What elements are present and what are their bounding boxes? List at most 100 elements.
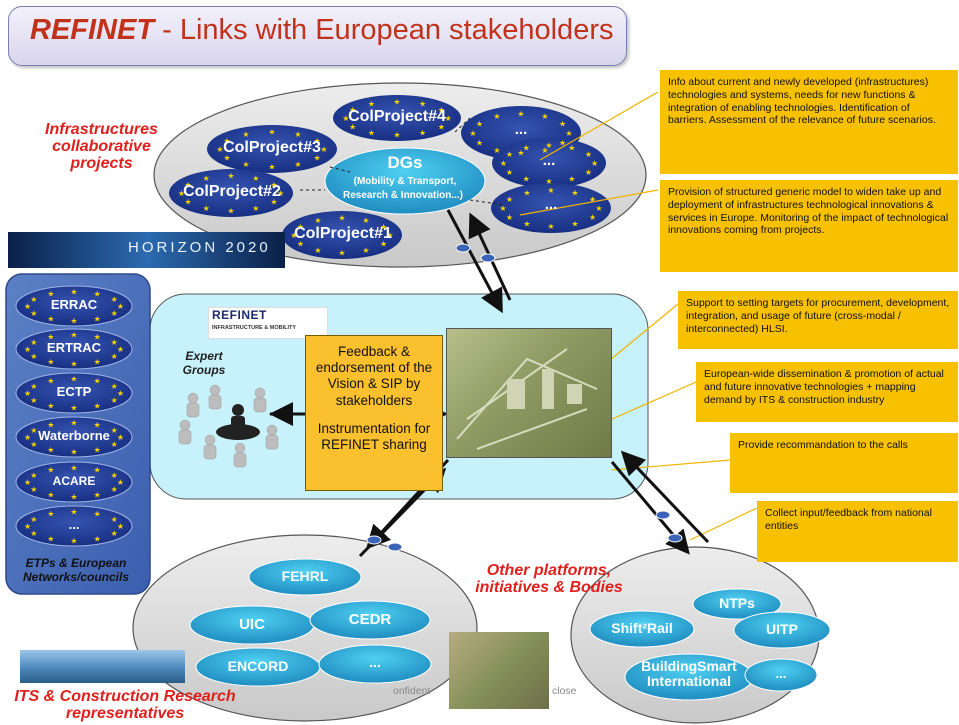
etp-acare: ACARE	[52, 474, 96, 488]
eu-star-icon: ★	[47, 510, 54, 519]
eu-star-icon: ★	[523, 175, 530, 184]
eu-star-icon: ★	[523, 188, 530, 197]
eu-star-icon: ★	[111, 338, 118, 347]
eu-star-icon: ★	[294, 130, 301, 139]
its-cedr: CEDR	[348, 611, 392, 628]
eu-star-icon: ★	[314, 216, 321, 225]
eu-star-icon: ★	[184, 198, 191, 207]
eu-star-icon: ★	[268, 128, 275, 137]
eu-star-icon: ★	[362, 246, 369, 255]
eu-star-icon: ★	[476, 139, 483, 148]
eu-star-icon: ★	[591, 159, 598, 168]
note-targets: Support to setting targets for procureme…	[678, 291, 958, 349]
model-illustration	[456, 348, 598, 450]
eu-star-icon: ★	[70, 536, 77, 545]
eu-star-icon: ★	[252, 204, 259, 213]
other-shift2rail: Shift²Rail	[611, 620, 673, 636]
etp-more: ...	[68, 517, 80, 532]
eu-star-icon: ★	[252, 174, 259, 183]
eu-ellipse-colproject3	[207, 125, 337, 173]
etp-ertrac: ERTRAC	[46, 340, 102, 355]
eu-star-icon: ★	[313, 154, 320, 163]
eu-star-icon: ★	[203, 204, 210, 213]
dgs-ellipse	[324, 147, 486, 215]
eu-star-icon: ★	[568, 143, 575, 152]
eu-star-icon: ★	[227, 172, 234, 181]
eu-star-icon: ★	[493, 112, 500, 121]
eu-star-icon: ★	[297, 222, 304, 231]
eu-star-icon: ★	[30, 529, 37, 538]
bridge-photo	[20, 650, 185, 683]
eu-star-icon: ★	[223, 136, 230, 145]
eu-star-icon: ★	[111, 426, 118, 435]
road-photo	[449, 632, 549, 709]
eu-star-icon: ★	[70, 464, 77, 473]
eu-star-icon: ★	[47, 290, 54, 299]
feedback-box: Feedback & endorsement of the Vision & S…	[305, 335, 443, 491]
horizon-2020-banner: HORIZON 2020	[8, 232, 285, 268]
eu-star-icon: ★	[506, 213, 513, 222]
colproject-4: ColProject#4	[348, 108, 446, 125]
eu-star-icon: ★	[559, 139, 566, 148]
eu-star-icon: ★	[545, 177, 552, 186]
horizon-2020-text: HORIZON 2020	[128, 239, 271, 256]
eu-star-icon: ★	[571, 220, 578, 229]
eu-star-icon: ★	[47, 401, 54, 410]
eu-star-icon: ★	[47, 314, 54, 323]
eu-star-icon: ★	[111, 529, 118, 538]
eu-star-icon: ★	[559, 119, 566, 128]
eu-star-icon: ★	[517, 148, 524, 157]
eu-star-icon: ★	[242, 160, 249, 169]
eu-star-icon: ★	[595, 204, 602, 213]
footer-confidential: onfident	[393, 685, 431, 697]
note-collect-input: Collect input/feedback from national ent…	[757, 501, 958, 562]
eu-star-icon: ★	[30, 338, 37, 347]
eu-star-icon: ★	[111, 295, 118, 304]
eu-star-icon: ★	[294, 160, 301, 169]
eu-star-icon: ★	[227, 206, 234, 215]
eu-star-icon: ★	[24, 345, 31, 354]
eu-star-icon: ★	[30, 352, 37, 361]
instrumentation-text: Instrumentation for REFINET sharing	[317, 420, 431, 452]
eu-star-icon: ★	[111, 396, 118, 405]
note-dissemination: European-wide dissemination & promotion …	[696, 362, 958, 422]
eu-star-icon: ★	[506, 168, 513, 177]
eu-star-icon: ★	[338, 214, 345, 223]
eu-star-icon: ★	[47, 357, 54, 366]
eu-star-icon: ★	[342, 114, 349, 123]
eu-star-icon: ★	[30, 440, 37, 449]
eu-star-icon: ★	[111, 515, 118, 524]
eu-star-icon: ★	[70, 447, 77, 456]
eu-star-icon: ★	[111, 352, 118, 361]
eu-star-icon: ★	[47, 466, 54, 475]
eu-ellipse-colproject1	[282, 211, 402, 259]
eu-star-icon: ★	[70, 359, 77, 368]
eu-star-icon: ★	[338, 248, 345, 257]
eu-star-icon: ★	[30, 396, 37, 405]
eu-star-icon: ★	[94, 333, 101, 342]
footer-close: close	[552, 685, 577, 697]
expert-groups-label: Expert Groups	[182, 349, 226, 378]
eu-star-icon: ★	[111, 471, 118, 480]
eu-star-icon: ★	[585, 150, 592, 159]
eu-star-icon: ★	[111, 440, 118, 449]
eu-star-icon: ★	[368, 100, 375, 109]
eu-ellipse-colproject2	[169, 169, 293, 217]
note-info-technologies: Info about current and newly developed (…	[660, 70, 958, 174]
eu-star-icon: ★	[47, 490, 54, 499]
eu-star-icon: ★	[547, 222, 554, 231]
eu-star-icon: ★	[314, 246, 321, 255]
top-dots-1: ...	[514, 121, 528, 138]
eu-star-icon: ★	[541, 146, 548, 155]
eu-star-icon: ★	[94, 377, 101, 386]
eu-star-icon: ★	[506, 150, 513, 159]
eu-ellipse-dots-3	[491, 183, 611, 233]
eu-star-icon: ★	[438, 122, 445, 131]
etp-ectp: ECTP	[56, 384, 92, 399]
eu-star-icon: ★	[70, 375, 77, 384]
label-its-construction: ITS & Construction Research representati…	[14, 688, 236, 722]
eu-star-icon: ★	[94, 357, 101, 366]
eu-star-icon: ★	[94, 290, 101, 299]
its-uic: UIC	[239, 616, 265, 633]
etp-waterborne: Waterborne	[38, 428, 110, 443]
